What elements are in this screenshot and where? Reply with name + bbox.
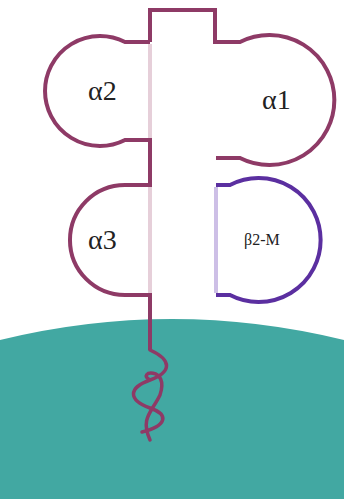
domain-label: α3 xyxy=(88,224,117,256)
domain-label: α2 xyxy=(88,75,117,107)
alpha-chain xyxy=(150,10,334,165)
domain-label: β2-M xyxy=(244,231,280,249)
domain-lobe: α3 xyxy=(88,224,117,256)
domain-lobe: β2-M xyxy=(244,231,280,249)
inner-segment xyxy=(148,44,152,138)
domain-lobe: α1 xyxy=(262,84,291,116)
domain-label: α1 xyxy=(262,84,291,116)
inner-segment xyxy=(148,187,152,293)
inner-segment xyxy=(214,187,218,293)
cell-membrane xyxy=(0,319,344,499)
transmembrane-helix xyxy=(134,350,167,440)
domain-lobe: α2 xyxy=(88,75,117,107)
alpha-chain xyxy=(45,36,150,350)
beta2m-chain xyxy=(216,178,321,302)
